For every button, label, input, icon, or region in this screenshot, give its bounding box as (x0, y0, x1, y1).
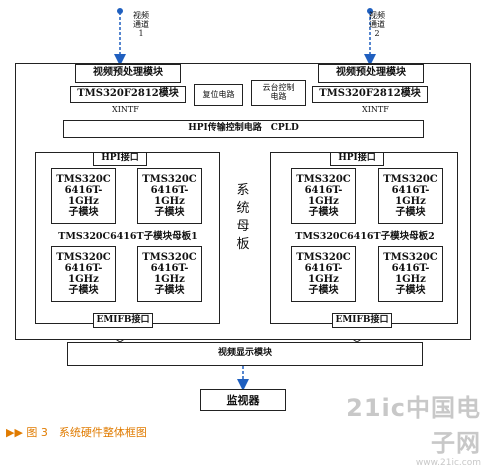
hpi-port-2: HPI接口 (330, 152, 384, 166)
system-board-label: 系 统 母 板 (236, 183, 250, 252)
preprocess-module-2: 视频预处理模块 (318, 64, 424, 83)
emifb-port-2: EMIFB接口 (332, 313, 392, 328)
channel1-dot (117, 8, 123, 14)
caption-arrows-icon: ▶▶ (6, 426, 23, 439)
watermark-text: 21ic中国电子网 (346, 394, 481, 457)
watermark-url: www.21ic.com (415, 458, 481, 468)
dsp-submodule: TMS320C 6416T- 1GHz 子模块 (51, 168, 116, 224)
dsp-submodule: TMS320C 6416T- 1GHz 子模块 (51, 246, 116, 302)
dsp-module-2: TMS320F2812模块 (312, 86, 428, 103)
motherboard-2-label: TMS320C6416T子模块母板2 (295, 231, 435, 242)
channel2-dot (367, 8, 373, 14)
ptz-control-box: 云台控制 电路 (251, 80, 306, 106)
xintf-label-2: XINTF (362, 105, 389, 114)
preprocess-module-1: 视频预处理模块 (75, 64, 181, 83)
dsp-submodule: TMS320C 6416T- 1GHz 子模块 (291, 246, 356, 302)
watermark-logo: 21ic中国电子网 www.21ic.com (333, 388, 481, 468)
video-channel-2-label: 视频 通道 2 (369, 11, 385, 38)
caption-text: 图 3 系统硬件整体框图 (26, 426, 147, 439)
motherboard-1-label: TMS320C6416T子模块母板1 (58, 231, 198, 242)
dsp-submodule: TMS320C 6416T- 1GHz 子模块 (137, 246, 202, 302)
dsp-submodule: TMS320C 6416T- 1GHz 子模块 (378, 168, 443, 224)
dsp-submodule: TMS320C 6416T- 1GHz 子模块 (291, 168, 356, 224)
reset-circuit-box: 复位电路 (194, 84, 243, 106)
video-channel-1-label: 视频 通道 1 (133, 11, 149, 38)
hpi-port-1: HPI接口 (93, 152, 147, 166)
dsp-module-1: TMS320F2812模块 (70, 86, 186, 103)
hpi-transfer-control-bus: HPI传输控制电路 CPLD (63, 120, 424, 138)
dsp-submodule: TMS320C 6416T- 1GHz 子模块 (378, 246, 443, 302)
figure-caption: ▶▶ 图 3 系统硬件整体框图 (6, 424, 147, 440)
monitor-box: 监视器 (200, 389, 286, 411)
emifb-port-1: EMIFB接口 (93, 313, 153, 328)
video-display-module: 视频显示模块 (67, 342, 423, 366)
dsp-submodule: TMS320C 6416T- 1GHz 子模块 (137, 168, 202, 224)
xintf-label-1: XINTF (112, 105, 139, 114)
